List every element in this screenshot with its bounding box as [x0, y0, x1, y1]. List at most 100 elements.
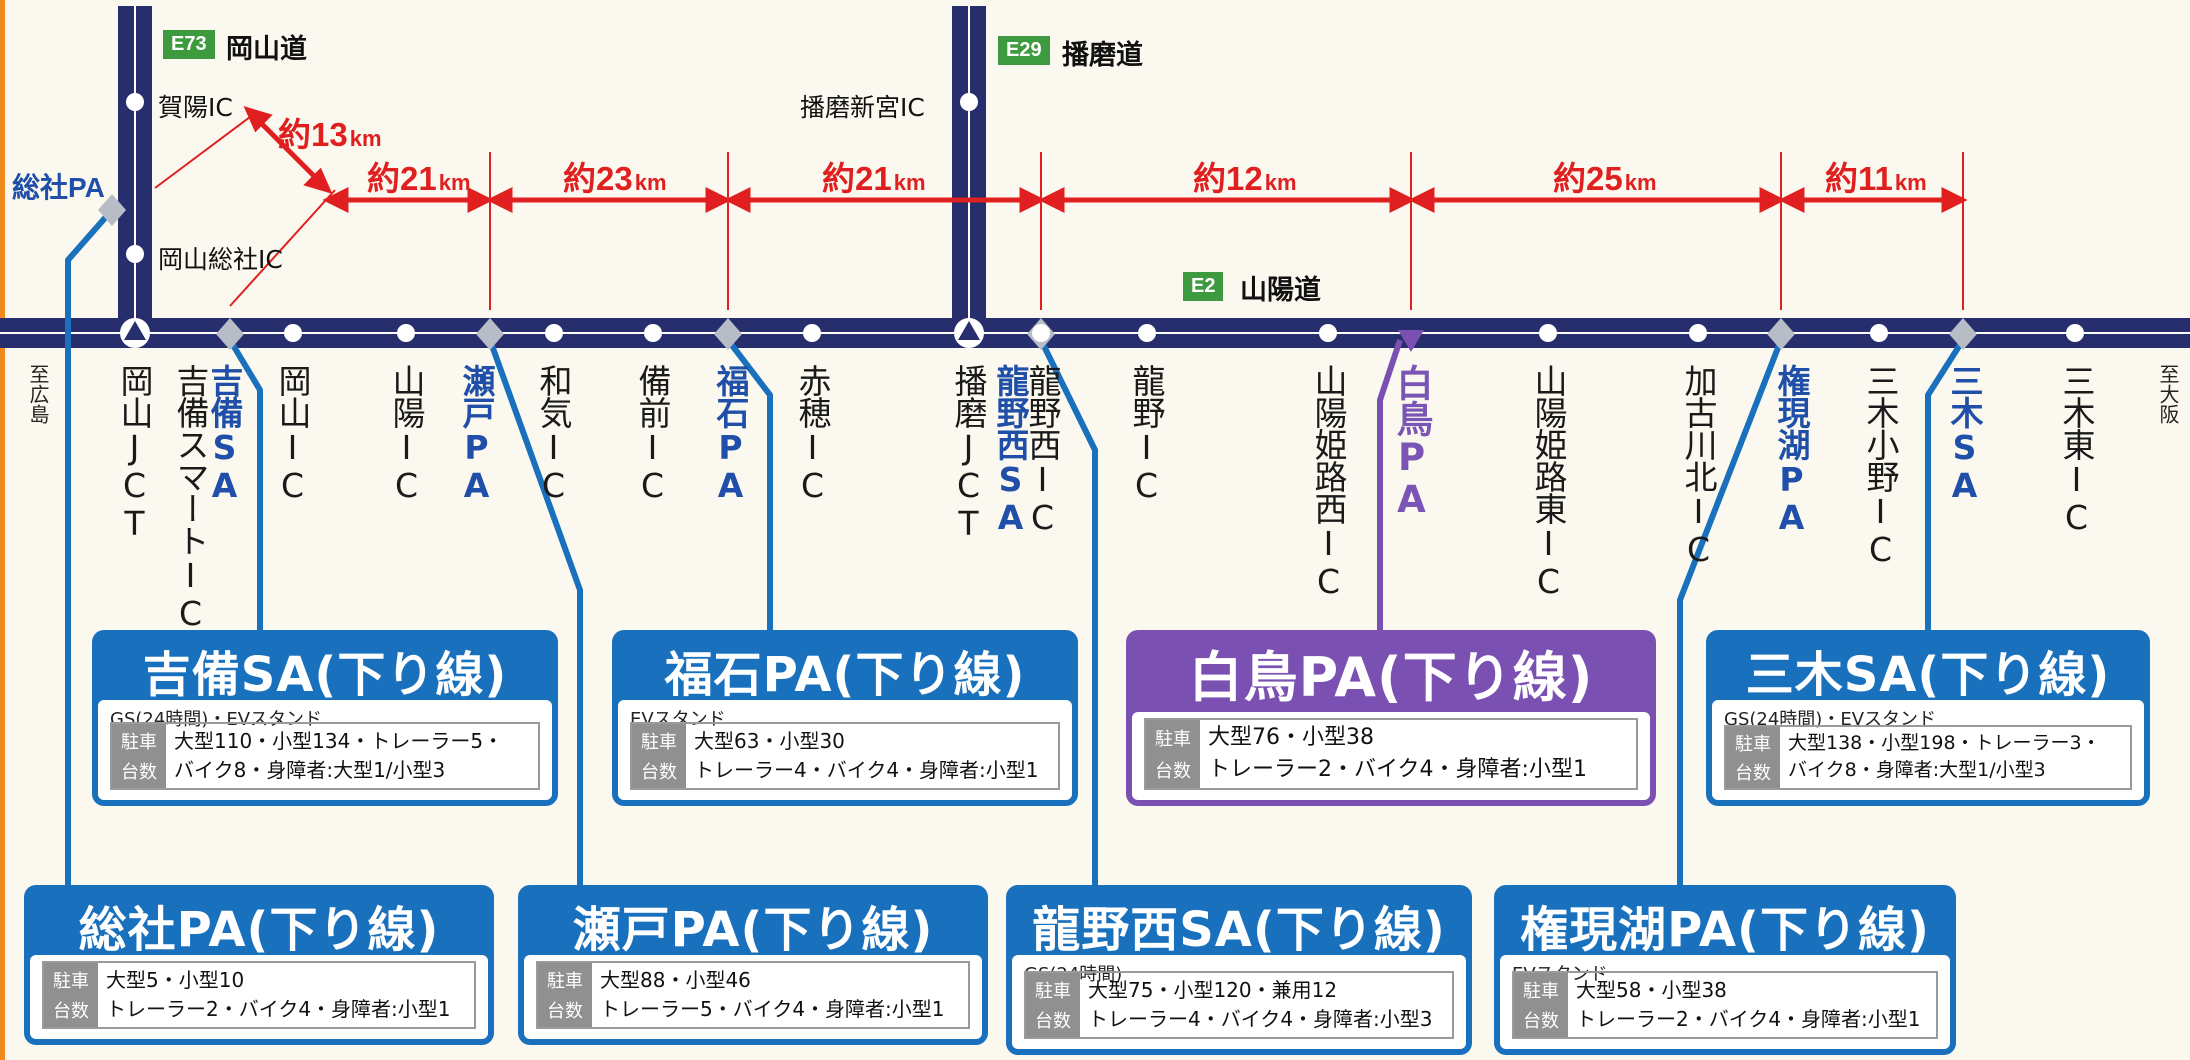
- ic-okayama-soja: 岡山総社IC: [158, 245, 283, 274]
- parking-counts: 大型110・小型134・トレーラー5・バイク8・身障者:大型1/小型3: [174, 729, 504, 782]
- arrow-25-head-b: [1759, 186, 1786, 214]
- ic-harima-shinmiya: 播磨新宮IC: [800, 93, 925, 122]
- e29-name: 播磨道: [1062, 40, 1143, 71]
- arrow-21b-head-b: [1019, 186, 1046, 214]
- arrow-23-head-b: [705, 186, 732, 214]
- parking-header: 駐車台数: [632, 724, 686, 788]
- leader-sosha: [65, 208, 115, 890]
- dot-kayo: [126, 93, 144, 111]
- marker-gongenko: [1767, 318, 1795, 350]
- arrow-25-head-a: [1408, 186, 1435, 214]
- stop-kibi-smart-ic: 吉備スマートIC: [171, 364, 210, 632]
- dot-himejinishi: [1319, 324, 1337, 342]
- e2-name: 山陽道: [1240, 275, 1321, 306]
- box-title: 龍野西SA(下り線): [1032, 902, 1446, 958]
- arrow-13: [256, 118, 320, 182]
- dot-himejihigashi: [1539, 324, 1557, 342]
- info-box-kibi-sa: 吉備SA(下り線) GS(24時間)・EVスタンド 駐車台数 大型110・小型1…: [92, 630, 558, 806]
- distance-11: 約11km: [1825, 160, 1927, 197]
- leader-lines: [65, 208, 1966, 890]
- e73-badge: E73: [163, 30, 215, 59]
- stop-ako-ic: 赤穂IC: [793, 364, 832, 504]
- stop-miki-higashi-ic: 三木東IC: [2057, 364, 2096, 536]
- marker-sosha: [98, 194, 126, 226]
- leader-shiratori: [1377, 339, 1403, 635]
- arrow-21a-head-a: [322, 186, 349, 214]
- dot-wake: [545, 324, 563, 342]
- arrow-23-head-a: [486, 186, 513, 214]
- e73-name: 岡山道: [226, 34, 307, 65]
- stop-kakogawa-kita-ic: 加古川北IC: [1679, 364, 1718, 568]
- dot-tatsuno: [1138, 324, 1156, 342]
- box-title: 吉備SA(下り線): [142, 647, 508, 703]
- box-title: 白鳥PA(下り線): [1188, 645, 1594, 709]
- arrow-21b-head-a: [724, 186, 751, 214]
- jct-okayama-symbol: [124, 321, 146, 340]
- to-hiroshima: 至広島: [26, 364, 50, 424]
- dot-tatsunonishi: [1032, 324, 1050, 342]
- distance-13: 約13km: [278, 116, 382, 153]
- dot-ako: [803, 324, 821, 342]
- stop-sanyo-himeji-higashi-ic: 山陽姫路東IC: [1529, 364, 1568, 600]
- ic-dots: [126, 93, 2084, 342]
- leader-tatsunonishi: [1038, 338, 1098, 890]
- parking-header: 駐車台数: [1026, 973, 1080, 1037]
- distance-23: 約23km: [563, 160, 667, 197]
- stop-okayama-ic: 岡山IC: [273, 364, 312, 504]
- arrow-12-head-b: [1389, 186, 1416, 214]
- distance-21a: 約21km: [367, 160, 471, 197]
- parking-table: 駐車台数 大型110・小型134・トレーラー5・バイク8・身障者:大型1/小型3: [110, 722, 540, 790]
- leader-seto: [487, 338, 583, 890]
- arrow-13-head-b: [303, 167, 333, 194]
- marker-fukuishi: [714, 318, 742, 350]
- box-facility: GS(24時間)・EVスタンド: [1724, 709, 1937, 730]
- stop-wake-ic: 和気IC: [534, 364, 573, 504]
- stop-tatsuno-ic: 龍野IC: [1127, 364, 1166, 504]
- stop-seto-pa: 瀬戸PA: [457, 364, 496, 504]
- ic-kayo: 賀陽IC: [158, 93, 233, 122]
- dot-sanyo: [397, 324, 415, 342]
- parking-header: 駐車台数: [1514, 973, 1568, 1037]
- stop-sanyo-himeji-nishi-ic: 山陽姫路西IC: [1309, 364, 1348, 600]
- dot-mikihigashi: [2066, 324, 2084, 342]
- arrow-11-head-a: [1778, 186, 1805, 214]
- distance-21b: 約21km: [822, 160, 926, 197]
- jct-harima-symbol: [958, 321, 980, 340]
- dot-okayama: [284, 324, 302, 342]
- distance-arrows: [243, 106, 1968, 214]
- leader-gongenko: [1677, 338, 1784, 890]
- e2-badge: E2: [1183, 272, 1224, 301]
- stop-bizen-ic: 備前IC: [633, 364, 672, 504]
- box-body: GS(24時間)・EVスタンド 駐車台数 大型138・小型198・トレーラー3・…: [1712, 700, 2144, 800]
- marker-seto: [476, 318, 504, 350]
- arrow-12-head-a: [1038, 186, 1065, 214]
- dot-bizen: [644, 324, 662, 342]
- info-box-miki-sa: 三木SA(下り線) GS(24時間)・EVスタンド 駐車台数 大型138・小型1…: [1706, 630, 2150, 806]
- stop-kibi-sa: 吉備SA: [205, 364, 244, 504]
- dot-harimashinmiya: [960, 93, 978, 111]
- leader-fukuishi: [725, 338, 773, 635]
- parking-table: 駐車台数 大型138・小型198・トレーラー3・バイク8・身障者:大型1/小型3: [1724, 724, 2132, 790]
- stop-harima-jct: 播磨JCT: [949, 364, 988, 542]
- box-body: GS(24時間)・EVスタンド 駐車台数 大型110・小型134・トレーラー5・…: [98, 700, 552, 800]
- box-title: 権現湖PA(下り線): [1520, 902, 1930, 958]
- distance-25: 約25km: [1553, 160, 1657, 197]
